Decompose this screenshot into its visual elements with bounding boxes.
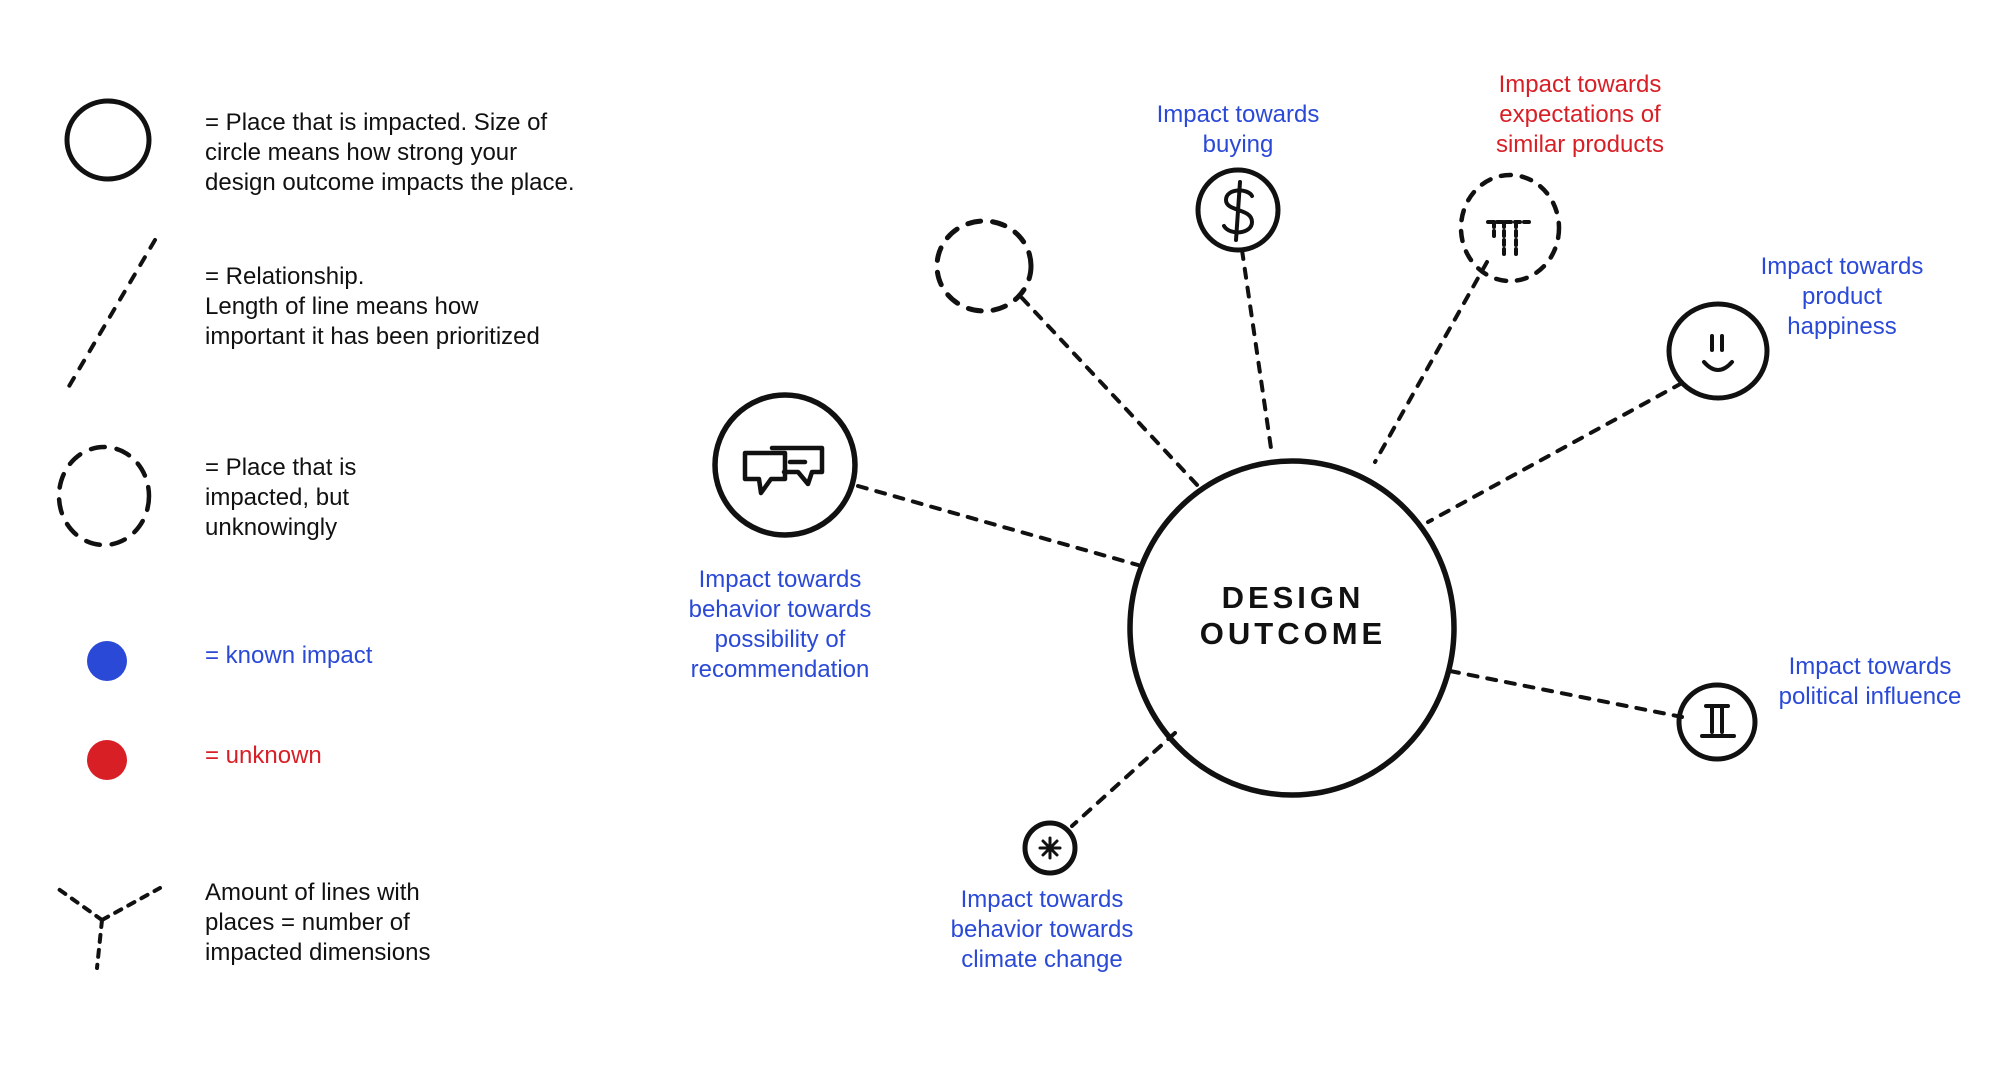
speech-bubbles-icon bbox=[742, 445, 825, 496]
legend-known-dot-icon bbox=[87, 641, 127, 681]
legend-impacted-place-text: = Place that is impacted. Size of circle… bbox=[205, 109, 575, 196]
line-political bbox=[1448, 669, 1684, 719]
legend-dashed-circle-icon bbox=[56, 444, 152, 548]
label-buying: Impact towards buying bbox=[1156, 101, 1320, 158]
relationship-lines bbox=[856, 248, 1684, 828]
node-recommendation-circle bbox=[712, 392, 858, 538]
node-political-circle bbox=[1676, 682, 1758, 762]
line-recommendation bbox=[856, 484, 1140, 567]
design-outcome-line2: OUTCOME bbox=[1199, 616, 1387, 651]
label-happiness: Impact towards product happiness bbox=[1760, 253, 1924, 340]
label-political: Impact towards political influence bbox=[1778, 653, 1962, 710]
column-icon bbox=[1700, 704, 1736, 738]
legend-solid-circle-icon bbox=[64, 98, 152, 182]
line-climate bbox=[1070, 731, 1177, 828]
smiley-icon bbox=[1702, 334, 1734, 372]
design-outcome-circle bbox=[1127, 458, 1457, 798]
label-expectations: Impact towards expectations of similar p… bbox=[1495, 71, 1665, 158]
dollar-sign-icon bbox=[1222, 180, 1255, 242]
legend-three-lines-icon bbox=[55, 886, 162, 970]
legend-unknown-impact-text: = unknown bbox=[205, 742, 322, 769]
legend-relationship-text: = Relationship. Length of line means how… bbox=[205, 263, 540, 350]
pillar-icon bbox=[1486, 220, 1532, 260]
node-buying-circle bbox=[1195, 167, 1281, 253]
node-climate-circle bbox=[1022, 820, 1078, 876]
node-unknown-dashed-circle bbox=[934, 218, 1034, 314]
legend-dashed-line-icon bbox=[66, 238, 157, 390]
legend-unknown-dot-icon bbox=[87, 740, 127, 780]
legend-unknowing-place-text: = Place that is impacted, but unknowingl… bbox=[205, 454, 357, 541]
legend-known-impact-text: = known impact bbox=[205, 642, 373, 669]
line-happiness bbox=[1426, 381, 1684, 524]
label-recommendation: Impact towards behavior towards possibil… bbox=[688, 566, 872, 683]
line-expectations bbox=[1373, 260, 1489, 464]
design-outcome-line1: DESIGN bbox=[1221, 580, 1365, 615]
design-outcome-label: DESIGN OUTCOME bbox=[1173, 580, 1413, 652]
node-happiness-circle bbox=[1666, 301, 1770, 401]
label-climate: Impact towards behavior towards climate … bbox=[950, 886, 1134, 973]
line-unknown-dashed bbox=[1020, 296, 1202, 490]
legend-dimensions-text: Amount of lines with places = number of … bbox=[205, 879, 431, 966]
node-expectations-circle bbox=[1458, 172, 1562, 284]
line-buying bbox=[1240, 248, 1274, 457]
sun-icon bbox=[1038, 836, 1062, 860]
